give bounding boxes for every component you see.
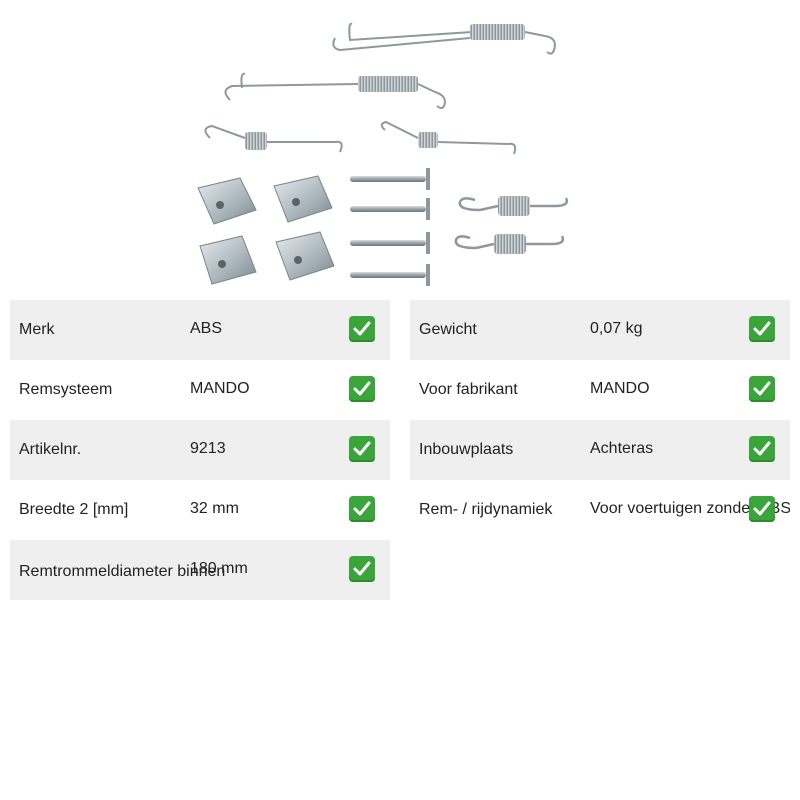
product-image (197, 22, 569, 286)
spec-row-rem-rijdynamiek: Rem- / rijdynamiek Voor voertuigen zonde… (410, 480, 790, 540)
spec-row-remsysteem: Remsysteem MANDO (10, 360, 390, 420)
spec-value: ABS (190, 320, 223, 337)
hook-springs (454, 196, 569, 254)
specs-left-table: Merk ABS Remsysteem MANDO Artikelnr. 921… (10, 300, 390, 600)
spec-row-inbouwplaats: Inbouwplaats Achteras (410, 420, 790, 480)
spec-row-artikelnr: Artikelnr. 9213 (10, 420, 390, 480)
long-spring-top (332, 22, 556, 55)
check-icon (349, 316, 375, 342)
hold-down-pins (350, 168, 430, 286)
spec-label: Merk (19, 321, 55, 338)
spec-value: 9213 (190, 440, 226, 457)
check-icon (749, 496, 775, 522)
spec-row-voor-fabrikant: Voor fabrikant MANDO (410, 360, 790, 420)
spec-row-merk: Merk ABS (10, 300, 390, 360)
spec-label: Rem- / rijdynamiek (419, 501, 553, 518)
check-icon (349, 496, 375, 522)
check-icon (749, 436, 775, 462)
spec-row-breedte: Breedte 2 [mm] 32 mm (10, 480, 390, 540)
spec-value: 180 mm (190, 560, 248, 577)
check-icon (749, 316, 775, 342)
long-spring-middle (224, 72, 446, 109)
check-icon (349, 436, 375, 462)
spec-value: 0,07 kg (590, 320, 643, 337)
spec-label: Inbouwplaats (419, 441, 514, 458)
specs-right-table: Gewicht 0,07 kg Voor fabrikant MANDO Inb… (410, 300, 790, 540)
spec-label: Voor fabrikant (419, 381, 518, 398)
spec-label: Remtrommeldiameter binnen (19, 563, 226, 580)
spec-value: MANDO (190, 380, 250, 397)
spec-value: MANDO (590, 380, 650, 397)
check-icon (349, 376, 375, 402)
spec-row-gewicht: Gewicht 0,07 kg (410, 300, 790, 360)
spec-row-remtrommeldiameter: Remtrommeldiameter binnen 180 mm (10, 540, 390, 600)
short-spring-right (380, 120, 517, 155)
spec-label: Gewicht (419, 321, 477, 338)
retainer-clips (197, 175, 335, 285)
spec-value: Voor voertuigen zonder ABS (590, 500, 790, 517)
check-icon (349, 556, 375, 582)
spec-label: Breedte 2 [mm] (19, 501, 129, 518)
spec-label: Artikelnr. (19, 441, 82, 458)
short-spring-left (204, 124, 343, 153)
spec-value: Achteras (590, 440, 654, 457)
spec-label: Remsysteem (19, 381, 113, 398)
check-icon (749, 376, 775, 402)
spec-value: 32 mm (190, 500, 239, 517)
